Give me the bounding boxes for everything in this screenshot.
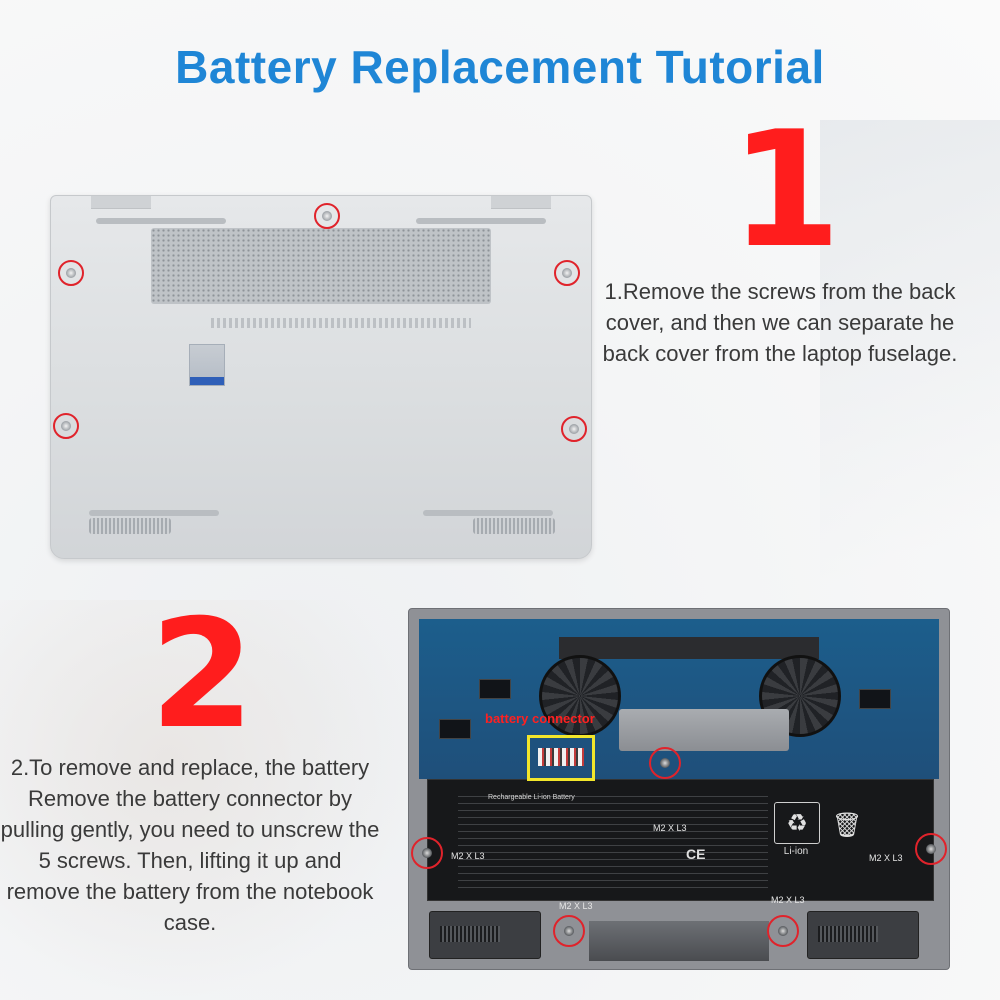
chip xyxy=(859,689,891,709)
bottom-vent-left xyxy=(89,518,171,534)
recycle-icon: ♻ xyxy=(774,802,820,844)
screw-circle-lower-right xyxy=(561,416,587,442)
fan-left xyxy=(539,655,621,737)
page-title: Battery Replacement Tutorial xyxy=(175,41,825,93)
screw-circle-lower-left xyxy=(53,413,79,439)
speaker-right xyxy=(807,911,919,959)
step-2-number: 2 xyxy=(150,588,255,762)
screw-circle-upper-right xyxy=(554,260,580,286)
screw-circle-bottom-left xyxy=(553,915,585,947)
battery: Rechargeable Li-ion Battery CE ♻ Li-ion … xyxy=(427,779,934,901)
bottom-slot-left xyxy=(89,510,219,516)
regulatory-marks xyxy=(211,318,471,328)
battery-connector-highlight xyxy=(527,735,595,781)
screw-mark: M2 X L3 xyxy=(869,853,903,863)
laptop-internals-image: Rechargeable Li-ion Battery CE ♻ Li-ion … xyxy=(408,608,950,970)
screw-mark: M2 X L3 xyxy=(771,895,805,905)
bottom-vent-right xyxy=(473,518,555,534)
screw-mark: M2 X L3 xyxy=(451,851,485,861)
windows-sticker xyxy=(189,344,225,386)
bottom-slot-right xyxy=(423,510,553,516)
crossed-bin-icon: 🗑 xyxy=(832,811,863,839)
li-ion-label: Li-ion xyxy=(783,846,809,857)
chip xyxy=(439,719,471,739)
screw-mark: M2 X L3 xyxy=(653,823,687,833)
background-laptop xyxy=(820,120,1000,640)
screw-circle-bottom-right xyxy=(767,915,799,947)
screw-circle-left xyxy=(411,837,443,869)
screw-circle-top xyxy=(314,203,340,229)
battery-connector-label: battery connector xyxy=(485,711,595,726)
battery-text: Rechargeable Li-ion Battery xyxy=(488,794,575,801)
step-2-text: 2.To remove and replace, the battery Rem… xyxy=(0,755,380,935)
motherboard xyxy=(419,619,939,779)
screw-circle-upper-left xyxy=(58,260,84,286)
screw-mark: M2 X L3 xyxy=(559,901,593,911)
screw-circle-center xyxy=(649,747,681,779)
hinge-left xyxy=(91,196,151,209)
step-1-text: 1.Remove the screws from the back cover,… xyxy=(602,279,958,366)
hinge-right xyxy=(491,196,551,209)
top-slot-left xyxy=(96,218,226,224)
step-1-number: 1 xyxy=(730,96,842,283)
speaker-left xyxy=(429,911,541,959)
battery-connector xyxy=(538,748,584,766)
battery-label xyxy=(458,796,768,888)
top-slot-right xyxy=(416,218,546,224)
top-vent xyxy=(151,228,491,304)
bottom-strip xyxy=(589,921,769,961)
ce-mark: CE xyxy=(686,846,706,862)
screw-circle-right xyxy=(915,833,947,865)
chip xyxy=(479,679,511,699)
heatsink xyxy=(559,637,819,659)
heatpipe-cover xyxy=(619,709,789,751)
background-hands xyxy=(0,600,420,1000)
laptop-back-cover-image xyxy=(50,195,592,559)
